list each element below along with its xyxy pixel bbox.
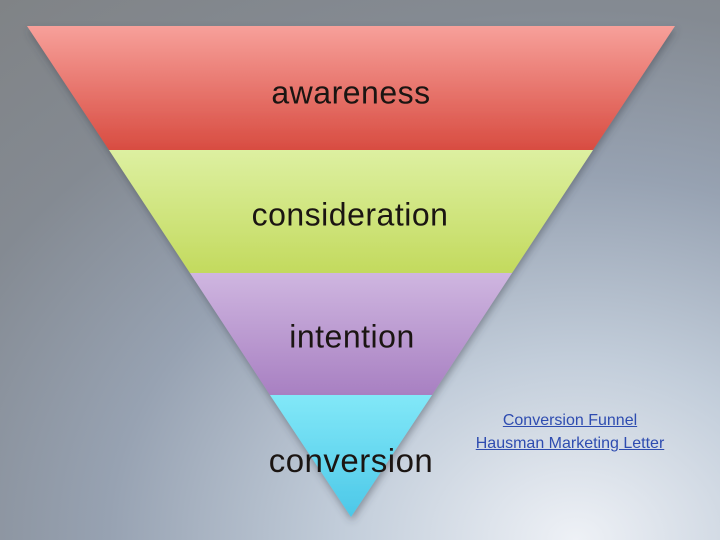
funnel-stage-consideration-label: consideration xyxy=(251,196,449,233)
funnel-stage-conversion-label: conversion xyxy=(268,442,434,479)
citation-link-hausman-marketing-letter[interactable]: Hausman Marketing Letter xyxy=(475,435,665,452)
funnel-stage-awareness-shape xyxy=(27,26,675,150)
funnel-stage-consideration-shape xyxy=(109,150,593,273)
funnel-stage-awareness-label: awareness xyxy=(271,74,431,111)
citation: Conversion Funnel Hausman Marketing Lett… xyxy=(476,409,665,455)
funnel-stage-intention-label: intention xyxy=(289,318,415,355)
citation-link-conversion-funnel[interactable]: Conversion Funnel xyxy=(502,412,638,429)
funnel-stage-intention-shape xyxy=(190,273,512,395)
funnel-stage-conversion-shape xyxy=(270,395,432,517)
